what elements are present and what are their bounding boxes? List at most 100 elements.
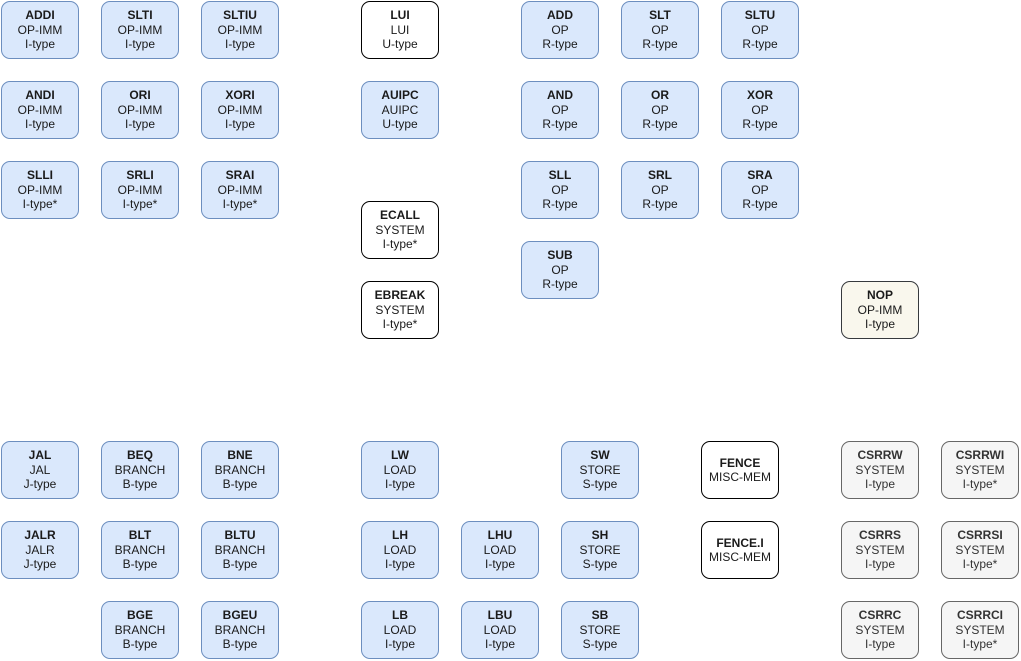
instruction-format: I-type bbox=[124, 37, 155, 52]
instruction-opcode: OP bbox=[751, 22, 769, 37]
instruction-mnemonic: LHU bbox=[487, 528, 513, 543]
instruction-format: J-type bbox=[23, 557, 57, 572]
instruction-format: B-type bbox=[122, 637, 158, 652]
instruction-format: I-type bbox=[864, 637, 895, 652]
instruction-opcode: STORE bbox=[579, 622, 621, 637]
instruction-format: I-type bbox=[484, 557, 515, 572]
instruction-mnemonic: CSRRWI bbox=[955, 448, 1005, 463]
instruction-format: I-type* bbox=[22, 197, 58, 212]
instruction-mnemonic: LH bbox=[392, 528, 408, 543]
instruction-format: I-type bbox=[384, 477, 415, 492]
instruction-mnemonic: BLTU bbox=[224, 528, 256, 543]
instruction-format: I-type bbox=[124, 117, 155, 132]
instruction-format: I-type bbox=[224, 37, 255, 52]
instruction-mnemonic: CSRRS bbox=[858, 528, 901, 543]
instruction-opcode: OP-IMM bbox=[117, 182, 163, 197]
instruction-mnemonic: SUB bbox=[547, 248, 573, 263]
instruction-format: B-type bbox=[222, 477, 258, 492]
instruction-format: R-type bbox=[542, 197, 578, 212]
instruction-opcode: OP-IMM bbox=[857, 302, 903, 317]
instruction-mnemonic: BGEU bbox=[222, 608, 258, 623]
instruction-opcode: BRANCH bbox=[214, 542, 266, 557]
instruction-opcode: BRANCH bbox=[214, 622, 266, 637]
instruction-opcode: SYSTEM bbox=[375, 222, 425, 237]
instruction-mnemonic: OR bbox=[651, 88, 669, 103]
instruction-opcode: BRANCH bbox=[114, 462, 166, 477]
instruction-opcode: LOAD bbox=[483, 542, 517, 557]
instruction-format: R-type bbox=[542, 117, 578, 132]
instruction-opcode: BRANCH bbox=[214, 462, 266, 477]
instruction-opcode: SYSTEM bbox=[855, 462, 905, 477]
instruction-opcode: OP-IMM bbox=[217, 182, 263, 197]
instruction-mnemonic: JALR bbox=[24, 528, 56, 543]
instruction-mnemonic: XORI bbox=[225, 88, 255, 103]
instruction-mnemonic: LUI bbox=[390, 8, 410, 23]
instruction-mnemonic: SLT bbox=[649, 8, 671, 23]
instruction-format: I-type bbox=[864, 317, 895, 332]
instruction-format: I-type* bbox=[222, 197, 258, 212]
instruction-mnemonic: LB bbox=[392, 608, 408, 623]
instruction-opcode: OP-IMM bbox=[117, 22, 163, 37]
instruction-mnemonic: ORI bbox=[129, 88, 151, 103]
instruction-format: U-type bbox=[382, 37, 418, 52]
instruction-mnemonic: SLTIU bbox=[223, 8, 257, 23]
instruction-opcode: JAL bbox=[29, 462, 51, 477]
instruction-format: I-type bbox=[24, 117, 55, 132]
instruction-format: S-type bbox=[582, 557, 618, 572]
instruction-opcode: OP-IMM bbox=[17, 22, 63, 37]
instruction-format: S-type bbox=[582, 477, 618, 492]
instruction-format: R-type bbox=[742, 117, 778, 132]
instruction-opcode: OP-IMM bbox=[117, 102, 163, 117]
instruction-format: S-type bbox=[582, 637, 618, 652]
instruction-opcode: SYSTEM bbox=[375, 302, 425, 317]
instruction-mnemonic: BNE bbox=[227, 448, 253, 463]
instruction-mnemonic: LW bbox=[391, 448, 409, 463]
instruction-format: I-type* bbox=[962, 637, 998, 652]
instruction-opcode: OP bbox=[551, 262, 569, 277]
instruction-mnemonic: SRLI bbox=[126, 168, 154, 183]
instruction-format: R-type bbox=[642, 37, 678, 52]
instruction-mnemonic: SW bbox=[590, 448, 610, 463]
instruction-opcode: OP bbox=[651, 102, 669, 117]
instruction-format: I-type bbox=[384, 557, 415, 572]
instruction-opcode: LOAD bbox=[383, 622, 417, 637]
instruction-mnemonic: LBU bbox=[487, 608, 513, 623]
instruction-mnemonic: BEQ bbox=[126, 448, 153, 463]
instruction-opcode: MISC-MEM bbox=[709, 550, 771, 564]
instruction-format: I-type bbox=[384, 637, 415, 652]
instruction-mnemonic: CSRRSI bbox=[957, 528, 1003, 543]
instruction-mnemonic: ECALL bbox=[380, 208, 420, 223]
instruction-mnemonic: SH bbox=[591, 528, 609, 543]
instruction-mnemonic: ANDI bbox=[25, 88, 55, 103]
